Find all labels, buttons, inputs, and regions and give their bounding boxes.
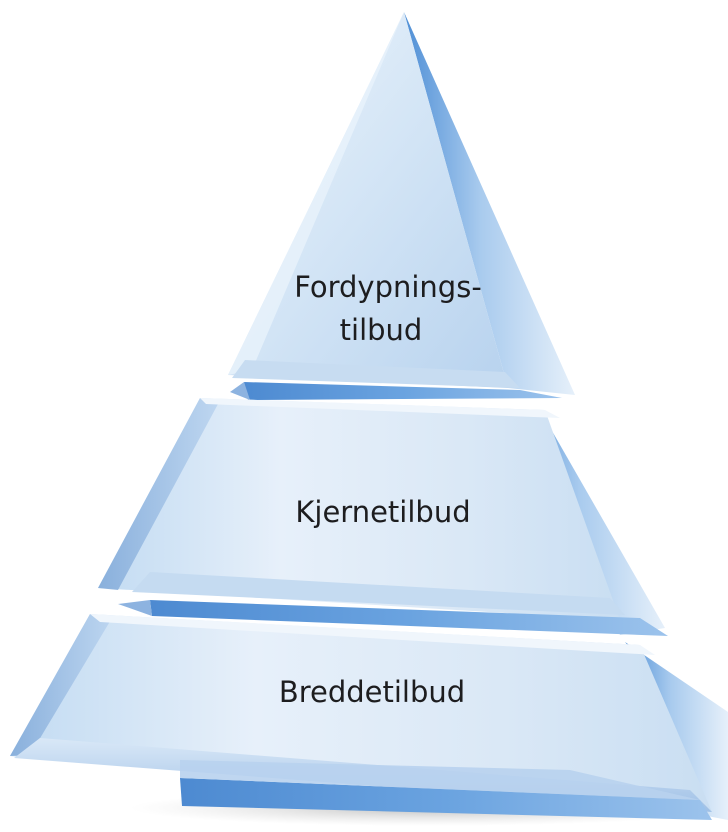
tier-label-top-line2: tilbud <box>340 313 423 347</box>
pyramid-tier-middle <box>98 398 668 636</box>
tier-label-middle: Kjernetilbud <box>295 495 470 529</box>
tier-label-top-line1: Fordypnings- <box>294 270 482 304</box>
tier-label-top-second: tilbud <box>340 313 423 347</box>
pyramid-tier-bottom <box>10 614 728 820</box>
pyramid-tier-top <box>228 12 575 400</box>
tier-label-top: Fordypnings- <box>294 270 482 304</box>
tier-label-bottom: Breddetilbud <box>279 675 465 709</box>
